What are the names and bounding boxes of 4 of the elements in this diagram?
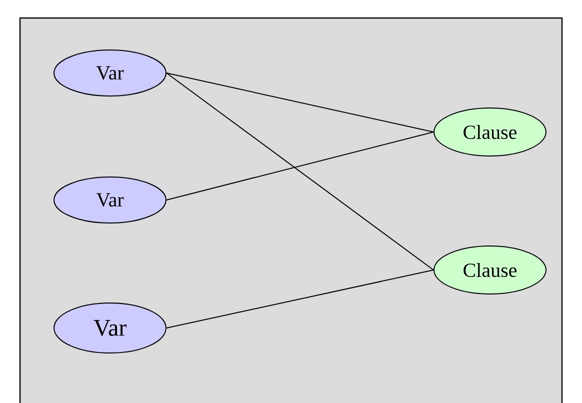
connector-line [166, 72, 434, 132]
connector-line [166, 270, 434, 328]
connector-line [166, 72, 434, 270]
connector-line [166, 132, 434, 200]
